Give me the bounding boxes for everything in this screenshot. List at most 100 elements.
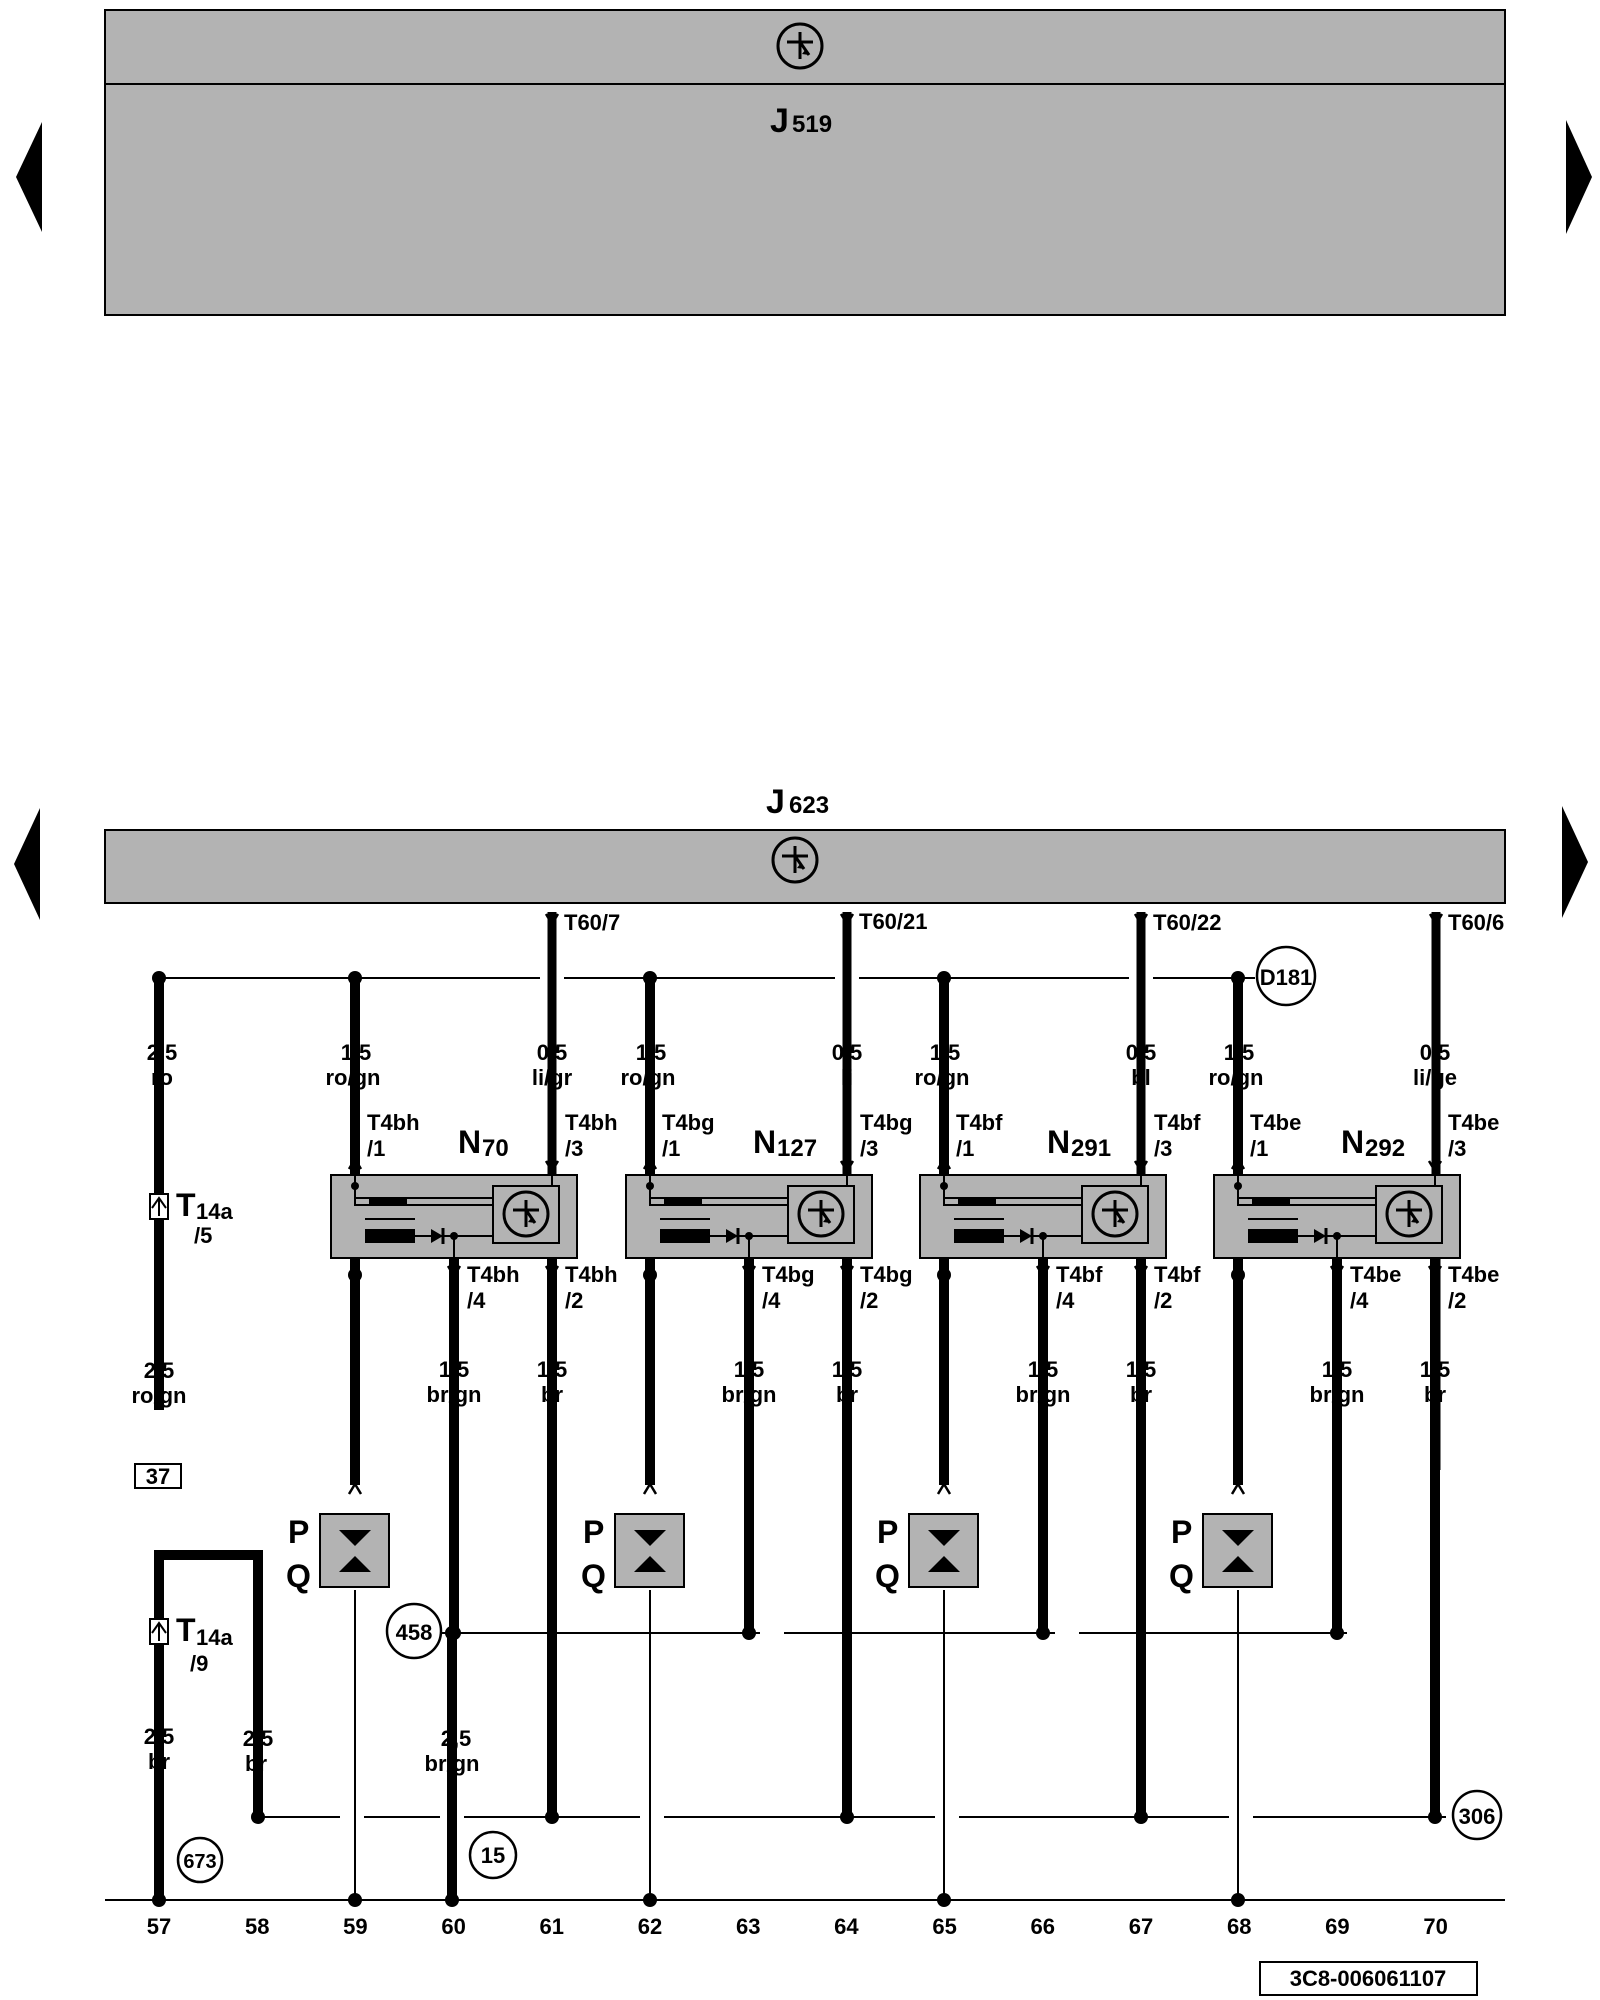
connector-name: T4bf	[1154, 1262, 1201, 1287]
wire-size: 0,5	[1126, 1040, 1157, 1065]
wire-color: br	[541, 1382, 563, 1407]
connector-pin: /3	[1154, 1136, 1172, 1161]
connector-name: T4bg	[762, 1262, 815, 1287]
pq-actuator: PQ	[875, 1513, 979, 1594]
pq-actuator: PQ	[286, 1513, 390, 1594]
connector-pin: /1	[1250, 1136, 1268, 1161]
pq-p-label: P	[288, 1514, 309, 1550]
ref-label: 458	[396, 1620, 433, 1645]
track-number: 66	[1031, 1914, 1055, 1939]
pq-q-label: Q	[286, 1558, 311, 1594]
ecu-pin-label: T60/7	[564, 910, 620, 935]
wire-color: li/gr	[532, 1065, 573, 1090]
wire-color: ro	[151, 1065, 173, 1090]
connector-pin: /2	[1448, 1288, 1466, 1313]
track-number: 63	[736, 1914, 760, 1939]
pq-actuator: PQ	[581, 1513, 685, 1594]
wire-size: 1,5	[930, 1040, 961, 1065]
top-unit-sub: 519	[792, 111, 832, 138]
connector-name: T	[176, 1187, 196, 1223]
wire-size: 1,5	[1420, 1357, 1451, 1382]
triangle-left-icon	[14, 808, 40, 920]
connector-name: T4bh	[565, 1262, 618, 1287]
terminal-label: 37	[146, 1464, 170, 1489]
nav-right-arrow-bottom[interactable]	[1562, 806, 1588, 918]
connector-name: T4be	[1250, 1110, 1301, 1135]
track-number: 68	[1227, 1914, 1251, 1939]
connector-name: T4bf	[1154, 1110, 1201, 1135]
wire-color: br/gn	[1310, 1382, 1365, 1407]
unit-letter: N	[458, 1124, 481, 1160]
ecu-pin-label: T60/22	[1153, 910, 1222, 935]
pq-p-label: P	[877, 1514, 898, 1550]
valve-component-box	[1213, 1174, 1461, 1259]
wire-size: 1,5	[1126, 1357, 1157, 1382]
connector-pin: /4	[762, 1288, 781, 1313]
wire-size: 2,5	[144, 1724, 175, 1749]
wire-size: 0,5	[1420, 1040, 1451, 1065]
wire-color: br	[836, 1382, 858, 1407]
wire-color: bl	[1131, 1065, 1151, 1090]
connector-name: T4bh	[367, 1110, 420, 1135]
connector-name: T4bf	[1056, 1262, 1103, 1287]
ref-458: 458	[385, 1602, 443, 1660]
ref-label: 15	[481, 1843, 505, 1868]
connector-pin: /1	[367, 1136, 385, 1161]
top-unit-letter: J	[770, 102, 789, 140]
wire-track-57-upper	[149, 971, 169, 1410]
bridge-57-58	[149, 1550, 265, 1900]
connector-name: T4bg	[662, 1110, 715, 1135]
wire-color: ro/gn	[915, 1065, 970, 1090]
connector-name: T4bh	[565, 1110, 618, 1135]
wire-size: 2,5	[243, 1726, 274, 1751]
connector-name: T4be	[1448, 1262, 1499, 1287]
track-number: 69	[1325, 1914, 1349, 1939]
pq-q-label: Q	[581, 1558, 606, 1594]
wire-size: 1,5	[341, 1040, 372, 1065]
connector-pin: /3	[565, 1136, 583, 1161]
track-number: 62	[638, 1914, 662, 1939]
connector-pin: /4	[1350, 1288, 1369, 1313]
pq-q-label: Q	[875, 1558, 900, 1594]
nav-right-arrow-top[interactable]	[1566, 120, 1592, 234]
wire-color: br/gn	[1016, 1382, 1071, 1407]
unit-sub: 127	[777, 1135, 817, 1162]
connector-pin: /2	[860, 1288, 878, 1313]
wire-size: 1,5	[832, 1357, 863, 1382]
ref-label: 306	[1459, 1804, 1496, 1829]
wire-color: li/ge	[1413, 1065, 1457, 1090]
wire-size: 2,5	[144, 1358, 175, 1383]
wire-color: br	[1130, 1382, 1152, 1407]
connector-pin: /9	[190, 1651, 208, 1676]
triangle-right-icon	[1562, 806, 1588, 918]
wire-size: 2,5	[441, 1726, 472, 1751]
nav-left-arrow-bottom[interactable]	[14, 808, 40, 920]
wire-color: br	[245, 1751, 267, 1776]
pq-q-label: Q	[1169, 1558, 1194, 1594]
valve-component-box	[919, 1174, 1167, 1259]
connector-pin: /1	[662, 1136, 680, 1161]
terminal-box-37: 37	[134, 1463, 182, 1489]
top-control-unit-j519: J 519	[104, 9, 1506, 316]
wire-color: li	[841, 1065, 853, 1090]
document-code: 3C8-006061107	[1259, 1961, 1478, 1996]
connector-pin: /2	[1154, 1288, 1172, 1313]
nav-left-arrow-top[interactable]	[16, 122, 42, 232]
unit-letter: N	[1341, 1124, 1364, 1160]
connector-pin: /2	[565, 1288, 583, 1313]
wire-size: 1,5	[734, 1357, 765, 1382]
connector-pin: /1	[956, 1136, 974, 1161]
triangle-right-icon	[1566, 120, 1592, 234]
connector-pin: /4	[1056, 1288, 1075, 1313]
track-number: 61	[540, 1914, 564, 1939]
unit-letter: N	[753, 1124, 776, 1160]
wire-size: 0,5	[832, 1040, 863, 1065]
pq-p-label: P	[583, 1514, 604, 1550]
wire-color: ro/gn	[621, 1065, 676, 1090]
wire-color: br	[1424, 1382, 1446, 1407]
